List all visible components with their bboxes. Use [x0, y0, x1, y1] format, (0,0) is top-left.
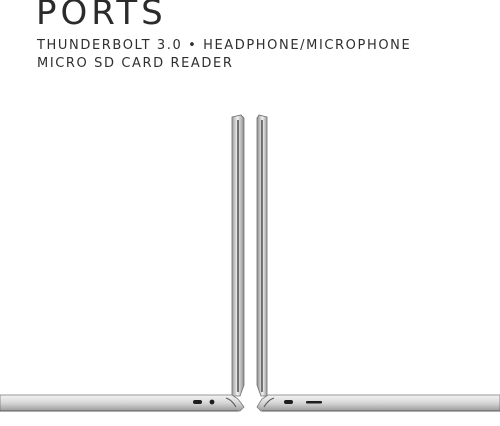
page-title: PORTS	[36, 0, 167, 33]
right-laptop	[256, 114, 500, 412]
left-laptop-base	[0, 394, 245, 412]
headphone-jack-icon	[209, 399, 215, 405]
ports-spec-line-1: THUNDERBOLT 3.0 • HEADPHONE/MICROPHONE	[37, 38, 412, 53]
ports-spec-line-2: MICRO SD CARD READER	[37, 56, 234, 71]
right-laptop-base	[256, 394, 500, 412]
micro-sd-slot-icon	[306, 401, 322, 404]
thunderbolt-port-icon	[284, 400, 293, 404]
thunderbolt-port-icon	[193, 400, 202, 404]
left-laptop	[0, 114, 245, 412]
